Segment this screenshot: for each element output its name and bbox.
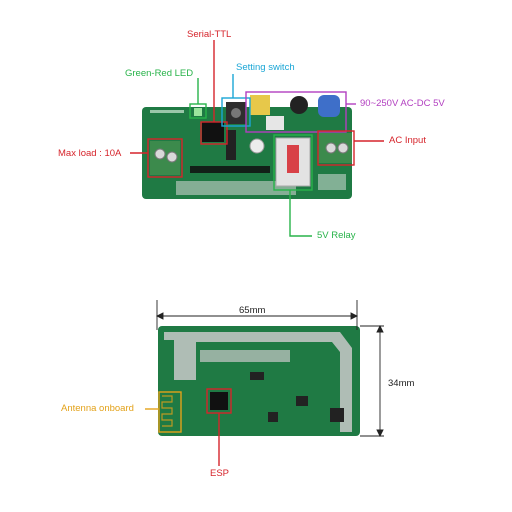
ac-input-box (317, 130, 355, 166)
top-board-cutout (176, 181, 296, 195)
bottom-board-trace-main (164, 332, 352, 432)
width-arrow-left (155, 312, 164, 320)
setting-switch-button (231, 108, 241, 118)
setting-switch-box (221, 97, 251, 127)
bottom-part-3 (330, 408, 344, 422)
right-terminal-screw-2 (337, 142, 349, 154)
bottom-part-4 (268, 412, 278, 422)
ac-dc-coil (266, 116, 284, 130)
max-load-label: Max load : 10A (58, 148, 122, 159)
ac-input-label: AC Input (389, 135, 426, 146)
serial-chip (202, 122, 224, 142)
serial-ttl-label: Serial-TTL (187, 29, 232, 40)
top-board-corner-cutout (318, 174, 346, 190)
antenna-label: Antenna onboard (61, 403, 134, 414)
ac-dc-capacitor (290, 96, 308, 114)
top-board (142, 95, 352, 199)
bottom-part-1 (250, 372, 264, 380)
antenna-box (158, 391, 182, 433)
pin-header-row (190, 166, 270, 173)
bottom-part-2 (296, 396, 308, 406)
esp-chip (210, 392, 228, 410)
bottom-board-trace-2 (200, 350, 290, 362)
ac-dc-label: 90~250V AC-DC 5V (360, 98, 445, 109)
dimension-lines (155, 300, 384, 438)
top-annotations (130, 40, 384, 237)
capacitor-top (249, 138, 265, 154)
ac-dc-blue-cap (318, 95, 340, 117)
left-terminal-screw-2 (166, 151, 178, 163)
width-arrow-right (350, 312, 359, 320)
right-terminal-screw-1 (325, 142, 337, 154)
relay-label: 5V Relay (317, 230, 356, 241)
antenna-trace (161, 395, 173, 427)
height-arrow-top (376, 324, 384, 333)
silkscreen-text (150, 110, 184, 113)
esp-label: ESP (210, 468, 230, 479)
setting-switch-label: Setting switch (236, 62, 295, 73)
bottom-annotations (145, 388, 232, 466)
ac-dc-transformer (250, 95, 270, 115)
relay-box (273, 134, 313, 191)
pin-header-vertical (226, 130, 236, 160)
relay-red-mark (287, 145, 299, 173)
green-red-led-label: Green-Red LED (125, 68, 194, 79)
height-arrow-bottom (376, 429, 384, 438)
height-label: 34mm (388, 378, 415, 389)
bottom-board (158, 326, 360, 436)
relay-line (289, 190, 312, 237)
max-load-box (147, 138, 183, 178)
width-label: 65mm (239, 305, 266, 316)
left-terminal-screw-1 (154, 148, 166, 160)
ac-dc-box (245, 91, 347, 133)
led-component (194, 108, 202, 116)
